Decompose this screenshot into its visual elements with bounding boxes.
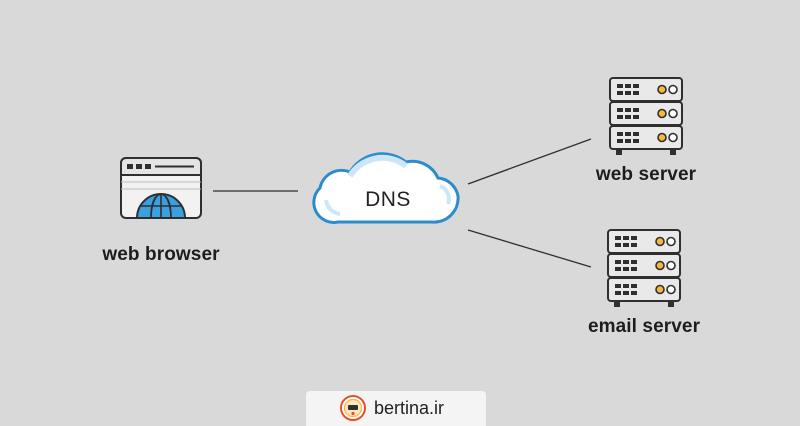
connector-dns-email-server (467, 229, 592, 268)
cloud-icon (312, 152, 460, 224)
web-server-label: web server (595, 164, 697, 185)
bertina-logo-icon (340, 395, 366, 421)
dns-label: DNS (365, 188, 411, 211)
server-rack-icon (609, 77, 683, 155)
footer-site-text[interactable]: bertina.ir (374, 398, 445, 418)
browser-window-icon (120, 157, 202, 242)
email-server-label: email server (587, 316, 701, 337)
connector-dns-web-server (467, 138, 592, 185)
footer-watermark: bertina.ir (306, 391, 486, 426)
globe-icon (135, 193, 187, 242)
server-rack-icon (607, 229, 681, 307)
web-browser-label: web browser (102, 244, 220, 265)
